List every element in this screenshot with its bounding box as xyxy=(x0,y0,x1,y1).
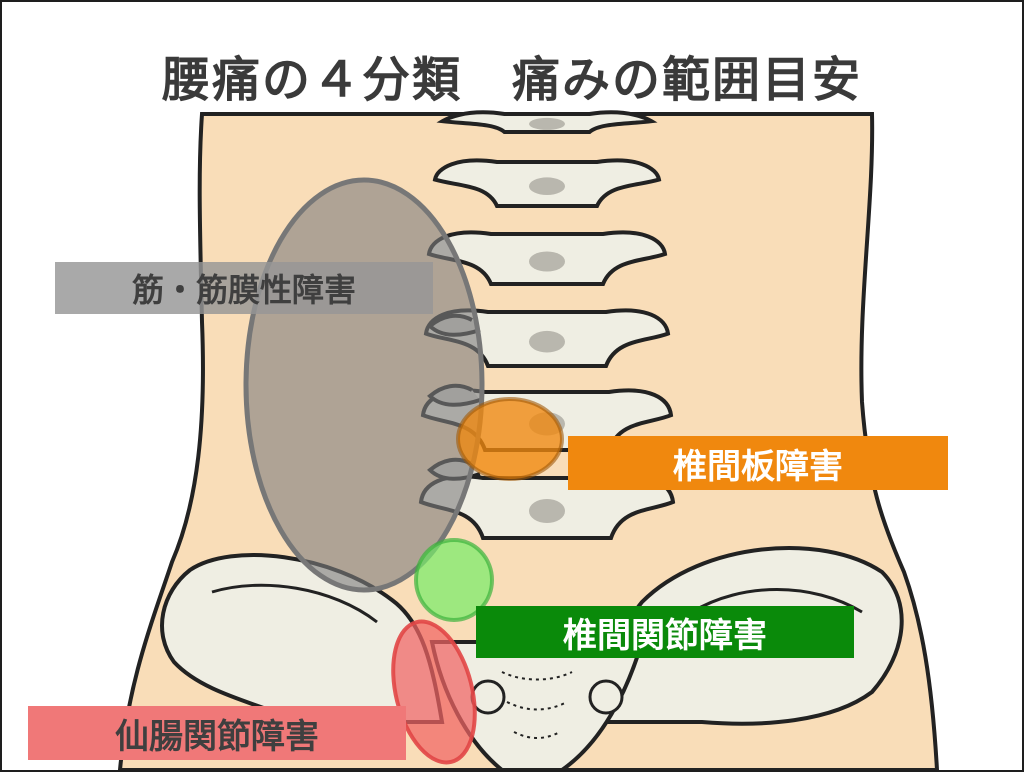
right-iliac-detail xyxy=(691,588,863,614)
label-muscle-fascia-disorder: 筋・筋膜性障害 xyxy=(55,262,433,314)
muscle-region xyxy=(243,177,485,593)
left-iliac-detail xyxy=(211,583,378,624)
disc-region xyxy=(456,397,564,481)
vertebra xyxy=(432,158,662,208)
page-title: 腰痛の４分類 痛みの範囲目安 xyxy=(161,52,862,108)
label-facet-joint-disorder: 椎間関節障害 xyxy=(476,606,854,658)
label-disc-disorder: 椎間板障害 xyxy=(568,436,948,490)
vertebra xyxy=(436,110,658,134)
sacral-foramina xyxy=(501,671,573,739)
facet-region xyxy=(414,538,494,622)
si-region xyxy=(391,619,477,765)
label-sacroiliac-joint-disorder: 仙腸関節障害 xyxy=(28,706,406,760)
